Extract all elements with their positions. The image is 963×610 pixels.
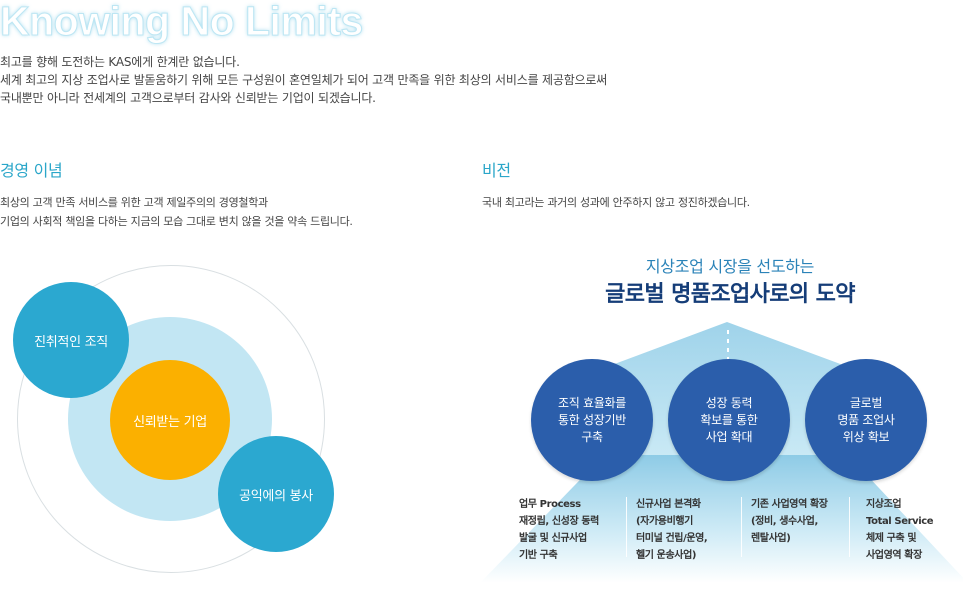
vision-detail-4: 지상조업 Total Service 체제 구축 및 사업영역 확장	[866, 499, 934, 561]
circle-trusted-company: 신뢰받는 기업	[110, 360, 230, 480]
circle-public-service: 공익에의 봉사	[218, 436, 334, 552]
vision-circle-growth: 성장 동력 확보를 통한 사업 확대	[668, 359, 790, 481]
column-divider	[849, 497, 850, 557]
circle-label: 신뢰받는 기업	[133, 414, 207, 430]
vision-line: 국내 최고라는 과거의 성과에 안주하지 않고 정진하겠습니다.	[482, 196, 750, 209]
vision-detail-1: 업무 Process 재정립, 신성장 동력 발굴 및 신규사업 기반 구축	[519, 499, 599, 561]
vision-circle-label: 글로벌 명품 조업사 위상 확보	[837, 395, 895, 444]
vision-circle-global: 글로벌 명품 조업사 위상 확보	[805, 359, 927, 481]
vision-circle-label: 조직 효율화를 통한 성장기반 구축	[558, 395, 626, 444]
vision-circle-label: 성장 동력 확보를 통한 사업 확대	[700, 395, 758, 444]
intro-line: 최고를 향해 도전하는 KAS에게 한계란 없습니다.	[0, 55, 240, 69]
philosophy-title: 경영 이념	[0, 161, 63, 180]
philosophy-text: 최상의 고객 만족 서비스를 위한 고객 제일주의의 경영철학과 기업의 사회적…	[0, 193, 353, 231]
vision-headline: 글로벌 명품조업사로의 도약	[605, 282, 855, 307]
philosophy-line: 최상의 고객 만족 서비스를 위한 고객 제일주의의 경영철학과	[0, 196, 268, 209]
vision-detail-3: 기존 사업영역 확장 (정비, 생수사업, 렌탈사업)	[751, 499, 828, 544]
circle-label: 진취적인 조직	[34, 334, 108, 350]
outer-ring	[17, 265, 325, 573]
vision-subtitle: 지상조업 시장을 선도하는	[645, 257, 815, 276]
circle-label: 공익에의 봉사	[239, 488, 313, 504]
column-divider	[741, 497, 742, 557]
intro-line: 세계 최고의 지상 조업사로 발돋움하기 위해 모든 구성원이 혼연일체가 되어…	[0, 73, 608, 87]
circle-progressive-organization: 진취적인 조직	[13, 282, 129, 398]
column-divider	[626, 497, 627, 557]
hero-title: Knowing No Limits	[0, 0, 364, 45]
philosophy-line: 기업의 사회적 책임을 다하는 지금의 모습 그대로 변치 않을 것을 약속 드…	[0, 215, 353, 228]
vision-title: 비전	[482, 161, 511, 180]
vision-text: 국내 최고라는 과거의 성과에 안주하지 않고 정진하겠습니다.	[482, 193, 750, 212]
vision-circle-efficiency: 조직 효율화를 통한 성장기반 구축	[531, 359, 653, 481]
intro-line: 국내뿐만 아니라 전세계의 고객으로부터 감사와 신뢰받는 기업이 되겠습니다.	[0, 91, 376, 105]
intro-text: 최고를 향해 도전하는 KAS에게 한계란 없습니다. 세계 최고의 지상 조업…	[0, 53, 607, 107]
vision-detail-2: 신규사업 본격화 (자가용비행기 터미널 건립/운영, 헬기 운송사업)	[636, 499, 708, 561]
